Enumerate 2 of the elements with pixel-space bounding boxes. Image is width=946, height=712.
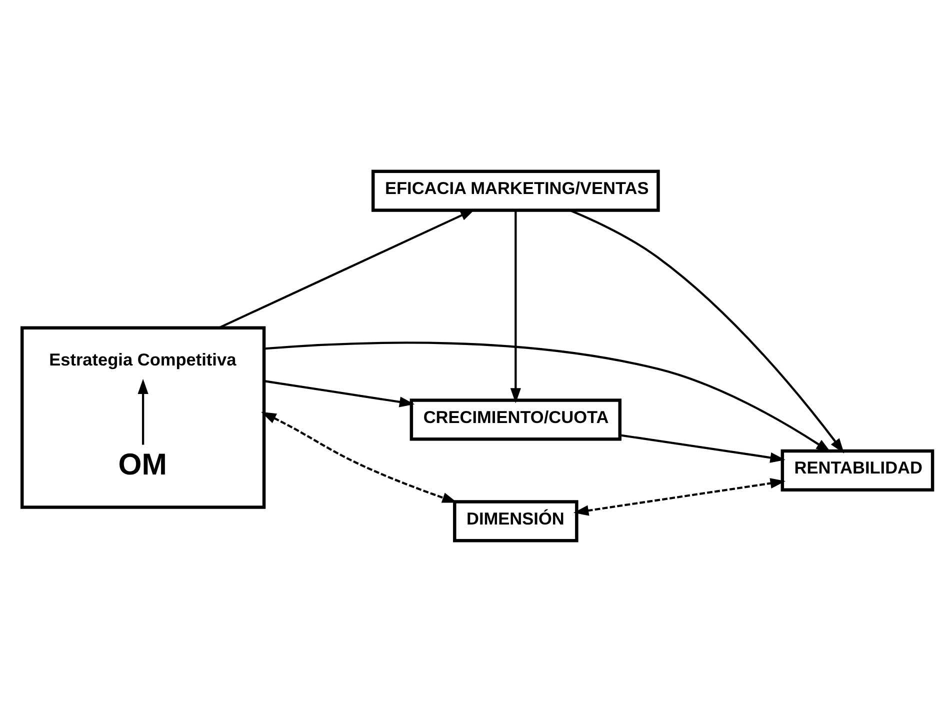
node-text: OM	[118, 448, 167, 482]
node-text: Estrategia Competitiva	[49, 350, 236, 370]
